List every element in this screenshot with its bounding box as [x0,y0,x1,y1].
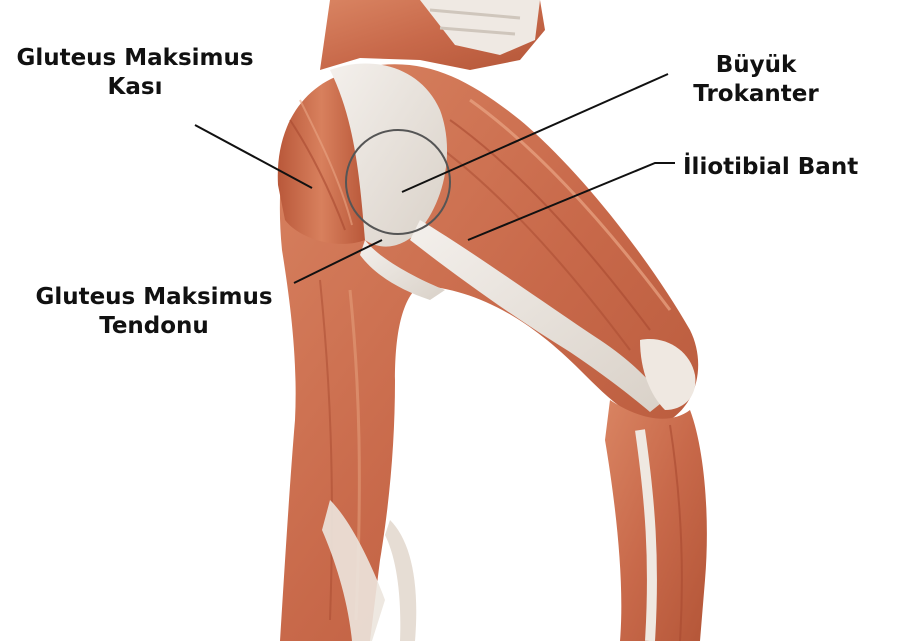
label-greater-trochanter: Büyük Trokanter [676,51,836,109]
label-gluteus-maximus-tendon-line1: Gluteus Maksimus [16,283,292,312]
label-iliotibial-band: İliotibial Bant [683,153,897,182]
label-gluteus-maximus-muscle-line1: Gluteus Maksimus [4,44,266,73]
label-greater-trochanter-line2: Trokanter [676,80,836,109]
lower-leg-muscles [605,400,707,641]
label-greater-trochanter-line1: Büyük [676,51,836,80]
label-gluteus-maximus-muscle-line2: Kası [4,73,266,102]
upper-torso-muscles [320,0,545,70]
label-gluteus-maximus-muscle: Gluteus Maksimus Kası [4,44,266,102]
label-gluteus-maximus-tendon: Gluteus Maksimus Tendonu [16,283,292,341]
label-gluteus-maximus-tendon-line2: Tendonu [16,312,292,341]
label-iliotibial-band-line1: İliotibial Bant [683,153,897,182]
